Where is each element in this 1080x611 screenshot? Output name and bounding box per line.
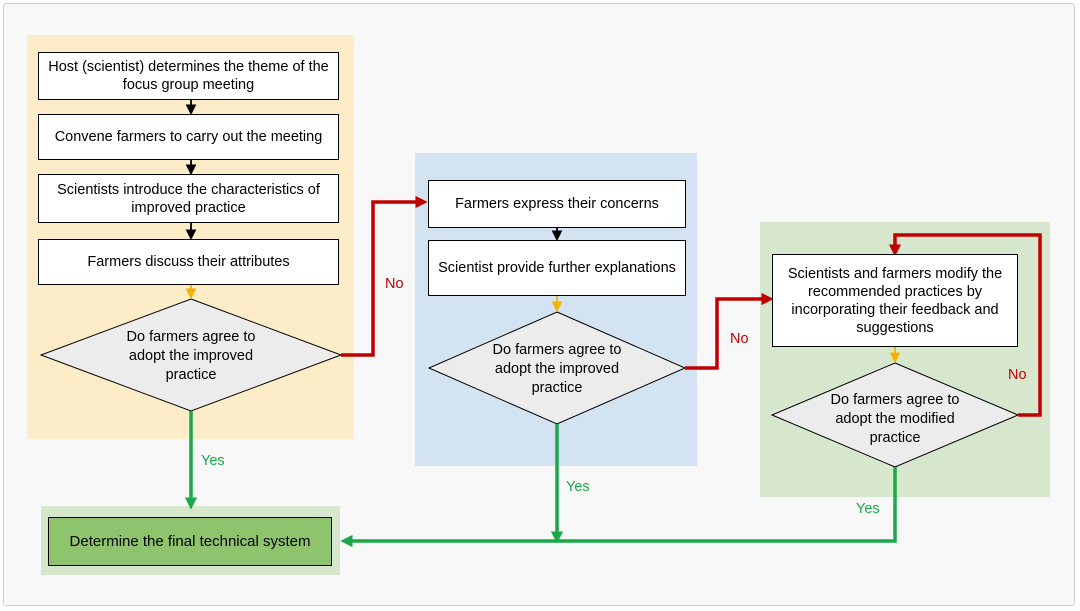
yes-label-3: Yes xyxy=(856,501,880,517)
modify-practices-box: Scientists and farmers modify the recomm… xyxy=(772,254,1018,347)
explanations-box: Scientist provide further explanations xyxy=(428,240,686,296)
yes-path-3 xyxy=(340,467,897,548)
yes-label-1: Yes xyxy=(201,453,225,469)
no-label-1: No xyxy=(385,276,404,292)
no-path-2 xyxy=(685,292,774,370)
yes-label-2: Yes xyxy=(566,479,590,495)
no-path-1 xyxy=(341,195,428,357)
decision-text-3: Do farmers agree to adopt the modified p… xyxy=(830,392,960,446)
step-box-1: Host (scientist) determines the theme of… xyxy=(38,52,339,100)
no-label-2: No xyxy=(730,331,749,347)
decision-text-2: Do farmers agree to adopt the improved p… xyxy=(492,342,622,396)
step-box-4: Farmers discuss their attributes xyxy=(38,239,339,285)
decision-text-1: Do farmers agree to adopt the improved p… xyxy=(126,329,256,383)
concerns-box: Farmers express their concerns xyxy=(428,180,686,228)
step-box-3: Scientists introduce the characteristics… xyxy=(38,174,339,223)
final-technical-system-box: Determine the final technical system xyxy=(48,517,332,566)
no-label-3: No xyxy=(1008,367,1027,383)
no-loop-path xyxy=(888,233,1042,417)
step-box-2: Convene farmers to carry out the meeting xyxy=(38,114,339,160)
